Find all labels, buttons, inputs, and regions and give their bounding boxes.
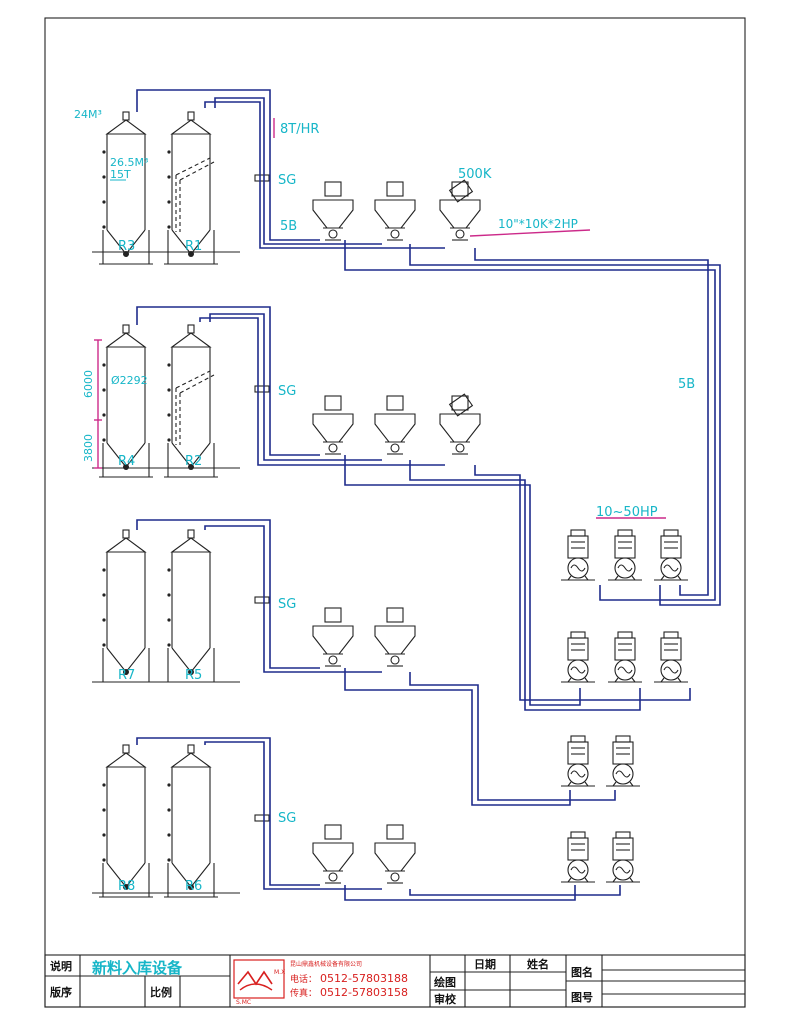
pump-d2	[605, 831, 641, 883]
pump-c2	[605, 735, 641, 787]
label-r2: R2	[185, 454, 202, 469]
pump-a3	[653, 529, 689, 581]
section-3: R7 R5 SG	[92, 519, 616, 806]
hopper-3b	[374, 607, 416, 667]
label-5b-1: 5B	[280, 219, 297, 234]
pump-bank-a: 10~50HP	[560, 505, 689, 581]
label-r8: R8	[118, 879, 135, 894]
label-rate: 8T/HR	[280, 122, 319, 137]
pump-bank-c	[560, 735, 641, 787]
section-1: R3 R1 24M³ 26.5M³ 15T 8T/HR SG 5B 500K 1…	[74, 89, 721, 606]
silo-r6	[163, 744, 219, 898]
logo-smc-text: S.MC	[236, 999, 251, 1006]
label-r3: R3	[118, 239, 135, 254]
label-sg-1: SG	[278, 173, 296, 188]
pump-bank-d	[560, 831, 641, 883]
label-r6: R6	[185, 879, 202, 894]
desc-label: 说明	[50, 959, 72, 973]
hopper-2b	[374, 395, 416, 455]
silo-r5	[163, 529, 219, 683]
version-label: 版序	[50, 985, 72, 999]
label-dim-6000: 6000	[82, 370, 95, 398]
section-4: R8 R6 SG	[92, 737, 621, 901]
pump-bank-b	[560, 631, 689, 683]
label-5b-2: 5B	[678, 377, 695, 392]
drawing-name-label: 图名	[571, 965, 593, 979]
section-2: R4 R2 6000 3800 Ø2292 SG 5B	[82, 306, 695, 711]
check-label: 审校	[434, 992, 457, 1006]
pump-b1	[560, 631, 596, 683]
logo-mx-text: M.X	[274, 969, 285, 976]
label-r7: R7	[118, 668, 135, 683]
label-sg-4: SG	[278, 811, 296, 826]
hopper-4a	[312, 824, 354, 884]
label-sg-3: SG	[278, 597, 296, 612]
label-motor-range: 10~50HP	[596, 505, 658, 520]
hopper-1a	[312, 181, 354, 241]
silo-r8	[98, 744, 154, 898]
company-logo: M.X S.MC	[233, 959, 285, 1006]
hopper-2a	[312, 395, 354, 455]
label-weight: 15T	[110, 168, 131, 181]
pump-d1	[560, 831, 596, 883]
label-vol-26: 26.5M³	[110, 156, 148, 169]
hopper-4b	[374, 824, 416, 884]
silo-r7	[98, 529, 154, 683]
phone-label: 电话：	[290, 973, 317, 985]
name-label: 姓名	[527, 957, 549, 971]
label-r1: R1	[185, 239, 202, 254]
hopper-3a	[312, 607, 354, 667]
pump-b3	[653, 631, 689, 683]
hopper-1b	[374, 181, 416, 241]
fax-label: 传真：	[290, 987, 317, 999]
title-block: 说明 新料入库设备 版序 比例 M.X S.MC 昆山鼎鑫机械设备有限公司 电话…	[44, 954, 746, 1008]
label-pump-spec: 10"*10K*2HP	[498, 217, 578, 231]
label-dim-3800: 3800	[82, 434, 95, 462]
label-r5: R5	[185, 668, 202, 683]
label-diameter: Ø2292	[111, 374, 148, 387]
pump-a1	[560, 529, 596, 581]
hopper-2c	[439, 395, 481, 455]
fax-number: 0512-57803158	[320, 986, 408, 999]
phone-number: 0512-57803188	[320, 972, 408, 985]
label-sg-2: SG	[278, 384, 296, 399]
pump-c1	[560, 735, 596, 787]
hopper-1c	[439, 181, 481, 241]
date-label: 日期	[474, 957, 496, 971]
draw-label: 绘图	[434, 975, 456, 989]
drawing-title: 新料入库设备	[92, 959, 183, 977]
scale-label: 比例	[150, 985, 172, 999]
pump-a2	[607, 529, 643, 581]
label-scale: 500K	[458, 167, 492, 182]
label-vol-24: 24M³	[74, 108, 102, 121]
company-name: 昆山鼎鑫机械设备有限公司	[290, 960, 362, 968]
pump-b2	[607, 631, 643, 683]
drawing-no-label: 图号	[571, 991, 593, 1004]
label-r4: R4	[118, 454, 135, 469]
